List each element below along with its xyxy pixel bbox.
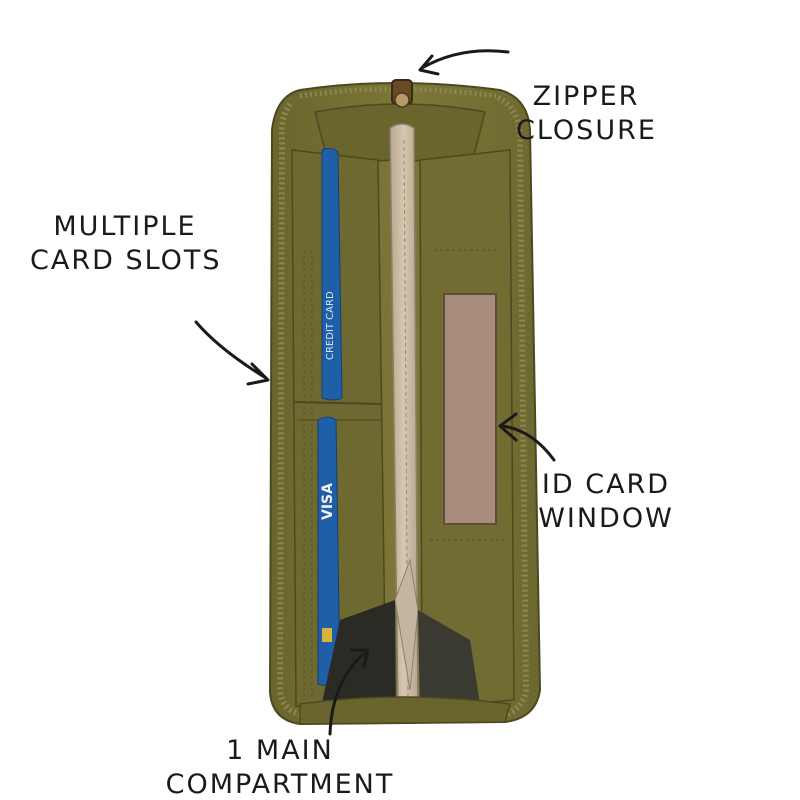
callout-id-card-window: ID CARD WINDOW [536,468,676,536]
credit-card-print: CREDIT CARD [325,291,336,360]
callout-zipper-line2: CLOSURE [516,115,657,146]
zipper-track-left [276,102,301,717]
id-card-window [443,293,497,525]
callout-id-line2: WINDOW [538,503,674,534]
callout-main-compartment: 1 MAIN COMPARTMENT [160,734,400,800]
callout-card-slots: MULTIPLE CARD SLOTS [30,210,220,278]
callout-main-line2: COMPARTMENT [165,769,395,800]
callout-id-line1: ID CARD [541,469,671,500]
callout-main-line1: 1 MAIN [226,735,334,766]
callout-cards-line1: MULTIPLE [53,211,197,242]
callout-zipper-line1: ZIPPER [532,81,640,112]
callout-cards-line2: CARD SLOTS [30,245,222,276]
credit-card-icon [321,147,343,401]
visa-card-print: VISA [320,483,336,520]
zipper-track-right [496,95,530,719]
callout-zipper-closure: ZIPPER CLOSURE [516,80,656,148]
